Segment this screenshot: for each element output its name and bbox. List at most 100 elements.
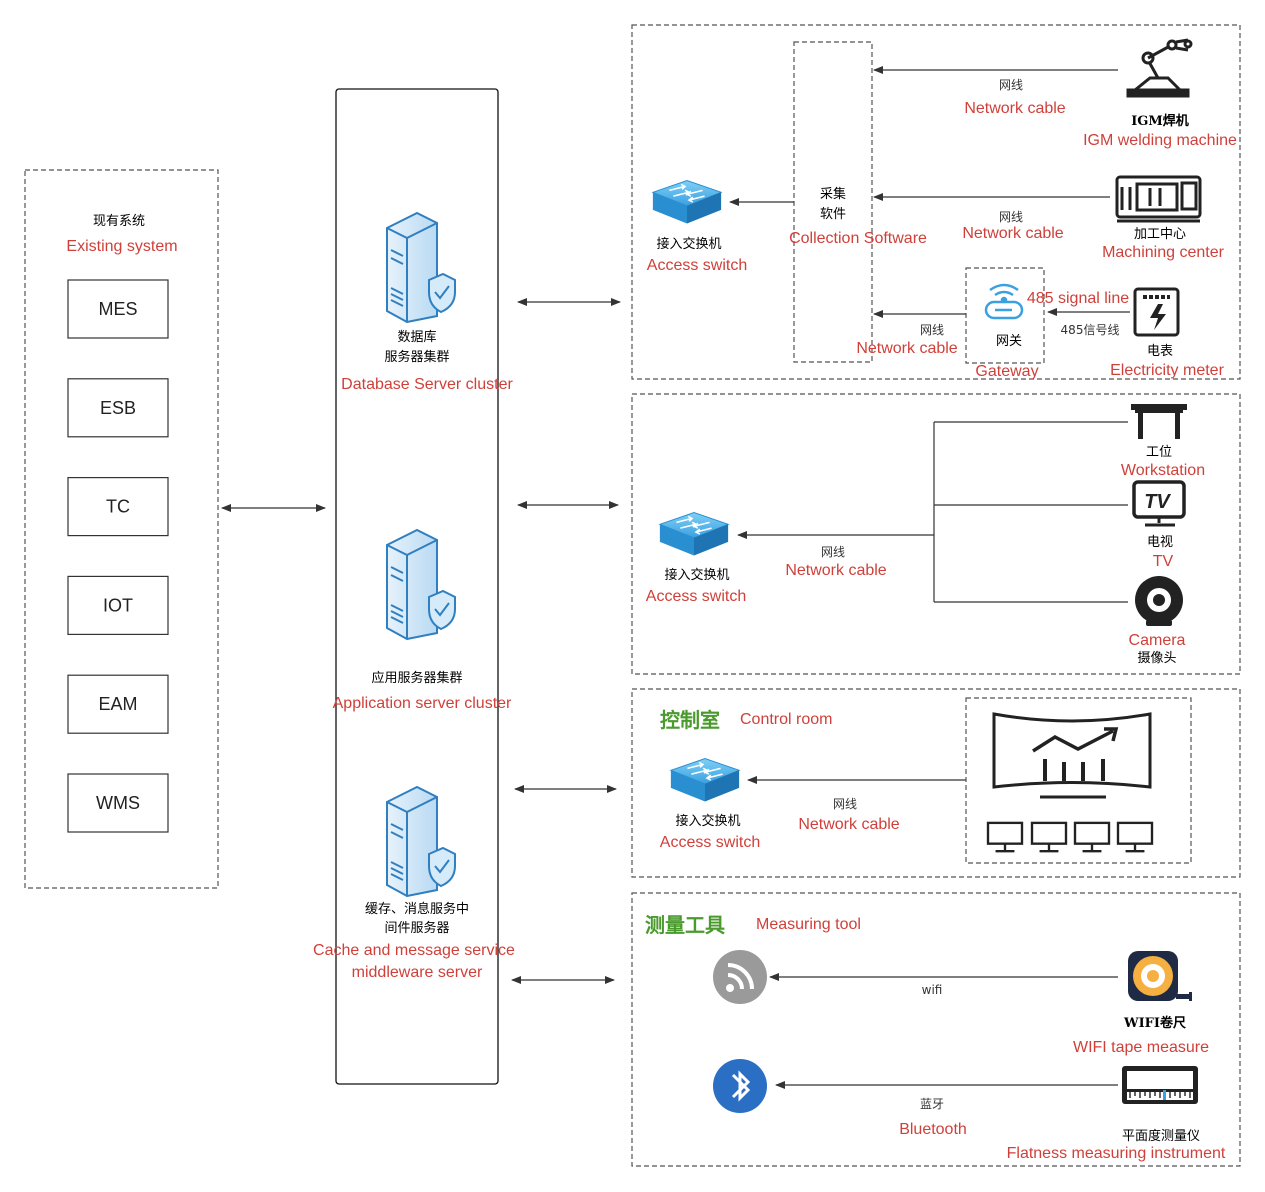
tv-label-cn: 电视 — [1147, 535, 1173, 550]
system-box-wms — [67, 773, 169, 833]
video-wall-icon — [992, 712, 1152, 799]
control-room-title-en: Control room — [740, 711, 832, 728]
panel-workshop-border — [631, 393, 1241, 675]
meter-label-en: Electricity meter — [1110, 362, 1224, 379]
system-box-label: WMS — [96, 793, 140, 813]
workshop-cable-label-en: Network cable — [785, 562, 886, 579]
workshop-cable-label-cn: 网线 — [821, 545, 845, 559]
db-server-label-en: Database Server cluster — [341, 376, 513, 393]
cache-server-label-cn2: 间件服务器 — [384, 920, 449, 936]
machining-label-cn: 加工中心 — [1134, 227, 1186, 242]
igm-label-cn: IGM焊机 — [1131, 113, 1189, 129]
bluetooth-label-en: Bluetooth — [899, 1121, 967, 1138]
tv-icon: TV — [1132, 480, 1186, 527]
monitor-3-icon — [1073, 821, 1111, 853]
access-switch-3-icon — [670, 757, 740, 803]
control-room-title-cn: 控制室 — [660, 708, 720, 732]
system-box-label: TC — [106, 497, 130, 517]
bluetooth-icon — [713, 1059, 767, 1113]
panel-control-room: 控制室 Control room 接入交换机 Access switch 网线 … — [631, 688, 1241, 878]
machining-cable-label-cn: 网线 — [999, 210, 1023, 224]
measuring-title-en: Measuring tool — [756, 916, 861, 933]
camera-label-cn: 摄像头 — [1137, 651, 1176, 666]
machining-cable-label-en: Network cable — [962, 225, 1063, 242]
router-icon — [984, 283, 1024, 320]
gateway-label-cn: 网关 — [996, 334, 1022, 349]
db-server-label-cn: 数据库 — [397, 329, 436, 345]
access-switch-icon — [652, 179, 722, 225]
existing-system-title-cn: 现有系统 — [93, 214, 145, 229]
workshop-bus-lines — [933, 421, 1128, 603]
collection-software-box — [793, 41, 873, 363]
panel-workshop: 接入交换机 Access switch 网线 Network cable 工位 … — [631, 393, 1241, 675]
collection-software-en: Collection Software — [789, 230, 927, 247]
system-box-label: MES — [98, 299, 137, 319]
bluetooth-label-cn: 蓝牙 — [920, 1097, 944, 1111]
access-switch-3-label-en: Access switch — [660, 834, 760, 851]
app-server-label-cn: 应用服务器集群 — [371, 670, 462, 686]
system-box-label: IOT — [103, 595, 133, 615]
panel-collection: 采集 软件 Collection Software 接入交换机 Access s… — [631, 24, 1241, 380]
gateway-cable-label-en: Network cable — [856, 340, 957, 357]
workstation-label-cn: 工位 — [1146, 445, 1172, 460]
server-column: 数据库 服务器集群 Database Server cluster 应用服务器集… — [313, 88, 515, 1085]
wifi-label: wifi — [922, 983, 943, 997]
monitor-2-icon — [1030, 821, 1068, 853]
gateway-box — [965, 267, 1045, 364]
panel-measuring-tool-border — [631, 892, 1241, 1167]
monitor-4-icon — [1116, 821, 1154, 853]
machining-center-icon — [1115, 175, 1202, 223]
cache-server-label-en: Cache and message service — [313, 942, 515, 959]
line485-label-en: 485 signal line — [1027, 290, 1129, 307]
control-room-display-box — [965, 697, 1192, 864]
gateway-label-en: Gateway — [975, 363, 1038, 380]
system-box-iot — [67, 575, 169, 636]
cache-server-label-cn: 缓存、消息服务中 — [365, 901, 469, 917]
flatness-label-en: Flatness measuring instrument — [1007, 1145, 1226, 1162]
igm-label-en: IGM welding machine — [1083, 132, 1237, 149]
meter-label-cn: 电表 — [1147, 344, 1173, 359]
access-switch-2-label-en: Access switch — [646, 588, 746, 605]
igm-cable-label-cn: 网线 — [999, 78, 1023, 92]
workstation-label-en: Workstation — [1121, 462, 1205, 479]
access-switch-label-cn: 接入交换机 — [656, 236, 721, 252]
system-box-eam — [67, 674, 169, 734]
control-cable-label-cn: 网线 — [833, 797, 857, 811]
electricity-meter-icon — [1133, 287, 1180, 337]
system-box-mes — [67, 279, 169, 339]
wifi-signal-icon — [713, 950, 767, 1004]
measuring-title-cn: 测量工具 — [645, 913, 725, 937]
access-switch-2-label-cn: 接入交换机 — [664, 567, 729, 583]
access-switch-label-en: Access switch — [647, 257, 747, 274]
system-box-label: ESB — [100, 398, 136, 418]
system-box-tc — [67, 477, 169, 537]
tape-label-cn: WIFI卷尺 — [1123, 1015, 1186, 1031]
collection-software-cn2: 软件 — [820, 207, 846, 222]
tape-measure-icon — [1128, 951, 1192, 1001]
system-box-label: EAM — [98, 694, 137, 714]
collection-software-cn1: 采集 — [820, 186, 846, 202]
app-server-label-en: Application server cluster — [333, 695, 512, 712]
panel-collection-border — [631, 24, 1241, 380]
line485-label-cn: 485信号线 — [1061, 323, 1120, 337]
gateway-cable-label-cn: 网线 — [920, 323, 944, 337]
flatness-gauge-icon — [1122, 1066, 1198, 1104]
igm-cable-label-en: Network cable — [964, 100, 1065, 117]
camera-label-en: Camera — [1129, 632, 1186, 649]
tv-icon-text: TV — [1144, 491, 1171, 513]
flatness-label-cn: 平面度测量仪 — [1122, 1128, 1200, 1144]
camera-icon — [1135, 576, 1183, 626]
tv-label-en: TV — [1153, 553, 1174, 570]
workstation-icon — [1131, 404, 1187, 439]
access-switch-2-icon — [659, 511, 729, 557]
db-server-label-cn2: 服务器集群 — [384, 349, 449, 365]
control-cable-label-en: Network cable — [798, 816, 899, 833]
panel-control-room-border — [631, 688, 1241, 878]
tape-label-en: WIFI tape measure — [1073, 1039, 1209, 1056]
access-switch-3-label-cn: 接入交换机 — [675, 813, 740, 829]
robot-arm-icon — [1126, 38, 1193, 98]
cache-server-label-en2: middleware server — [352, 964, 483, 981]
monitor-1-icon — [986, 821, 1024, 853]
